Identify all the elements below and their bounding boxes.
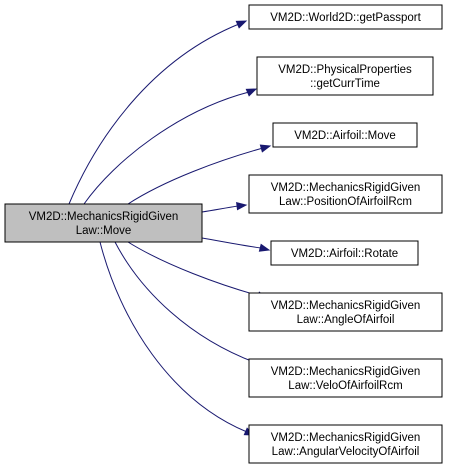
callee-node-vm2d-airfoil-move-label-line-1: VM2D::Airfoil::Move: [294, 130, 396, 142]
callee-node-vm2d-mechanicsrigidgivenlaw-angularvelocityofairfoil-box: [248, 424, 443, 464]
edge-2-arrowhead: [245, 88, 258, 97]
callee-node-vm2d-mechanicsrigidgivenlaw-angleofairfoil-label-line-2: Law::AngleOfAirfoil: [297, 314, 395, 326]
callee-node-vm2d-world2d-getpassport-label-line-1: VM2D::World2D::getPassport: [270, 12, 421, 24]
callee-node-vm2d-world2d-getpassport[interactable]: VM2D::World2D::getPassport: [248, 4, 443, 30]
edge-1-arrowhead: [235, 20, 248, 29]
callee-node-vm2d-mechanicsrigidgivenlaw-veloofairfoilrcm[interactable]: VM2D::MechanicsRigidGivenLaw::VeloOfAirf…: [248, 358, 443, 398]
callee-node-vm2d-airfoil-rotate[interactable]: VM2D::Airfoil::Rotate: [270, 240, 419, 266]
callee-node-vm2d-mechanicsrigidgivenlaw-angularvelocityofairfoil[interactable]: VM2D::MechanicsRigidGivenLaw::AngularVel…: [248, 424, 443, 464]
edge-8: [99, 241, 248, 433]
edge-3: [127, 147, 264, 205]
callee-node-vm2d-physicalproperties-getcurrtime-label-line-2: ::getCurrTime: [310, 78, 380, 90]
edge-2: [83, 91, 250, 205]
root-node-mechanics-rigid-given-law-move-label-line-2: Law::Move: [76, 225, 132, 237]
callee-node-vm2d-world2d-getpassport-box: [248, 4, 443, 30]
edge-6: [127, 241, 261, 297]
nodes-layer: VM2D::MechanicsRigidGivenLaw::MoveVM2D::…: [4, 4, 443, 464]
edge-4-arrowhead: [236, 201, 248, 211]
root-node-mechanics-rigid-given-law-move-label-line-1: VM2D::MechanicsRigidGiven: [29, 211, 179, 223]
edge-5-arrowhead: [258, 243, 271, 252]
edge-7: [114, 241, 263, 366]
edge-3-arrowhead: [259, 144, 272, 153]
callee-node-vm2d-mechanicsrigidgivenlaw-veloofairfoilrcm-box: [248, 358, 443, 398]
callee-node-vm2d-mechanicsrigidgivenlaw-angleofairfoil[interactable]: VM2D::MechanicsRigidGivenLaw::AngleOfAir…: [248, 292, 443, 332]
callee-node-vm2d-airfoil-move[interactable]: VM2D::Airfoil::Move: [272, 122, 418, 148]
callee-node-vm2d-mechanicsrigidgivenlaw-positionofairfoilrcm-label-line-2: Law::PositionOfAirfoilRcm: [279, 196, 412, 208]
callee-node-vm2d-airfoil-rotate-box: [270, 240, 419, 266]
edge-5: [201, 237, 262, 249]
callee-node-vm2d-mechanicsrigidgivenlaw-veloofairfoilrcm-label-line-2: Law::VeloOfAirfoilRcm: [288, 380, 402, 392]
callee-node-vm2d-mechanicsrigidgivenlaw-positionofairfoilrcm-label-line-1: VM2D::MechanicsRigidGiven: [271, 182, 421, 194]
callee-node-vm2d-airfoil-rotate-label-line-1: VM2D::Airfoil::Rotate: [291, 248, 398, 260]
callee-node-vm2d-mechanicsrigidgivenlaw-angularvelocityofairfoil-label-line-2: Law::AngularVelocityOfAirfoil: [272, 446, 420, 458]
callee-node-vm2d-airfoil-move-box: [272, 122, 418, 148]
callee-node-vm2d-mechanicsrigidgivenlaw-positionofairfoilrcm[interactable]: VM2D::MechanicsRigidGivenLaw::PositionOf…: [248, 174, 443, 214]
callee-node-vm2d-physicalproperties-getcurrtime[interactable]: VM2D::PhysicalProperties::getCurrTime: [256, 56, 434, 96]
callee-node-vm2d-physicalproperties-getcurrtime-box: [256, 56, 434, 96]
callee-node-vm2d-mechanicsrigidgivenlaw-angleofairfoil-label-line-1: VM2D::MechanicsRigidGiven: [271, 300, 421, 312]
callee-node-vm2d-mechanicsrigidgivenlaw-angularvelocityofairfoil-label-line-1: VM2D::MechanicsRigidGiven: [271, 432, 421, 444]
edge-1: [68, 23, 240, 205]
callee-node-vm2d-mechanicsrigidgivenlaw-positionofairfoilrcm-box: [248, 174, 443, 214]
edge-4: [201, 205, 239, 213]
callee-node-vm2d-mechanicsrigidgivenlaw-veloofairfoilrcm-label-line-1: VM2D::MechanicsRigidGiven: [271, 366, 421, 378]
callee-node-vm2d-mechanicsrigidgivenlaw-angleofairfoil-box: [248, 292, 443, 332]
root-node-mechanics-rigid-given-law-move-box: [4, 203, 203, 243]
callee-node-vm2d-physicalproperties-getcurrtime-label-line-1: VM2D::PhysicalProperties: [278, 64, 412, 76]
